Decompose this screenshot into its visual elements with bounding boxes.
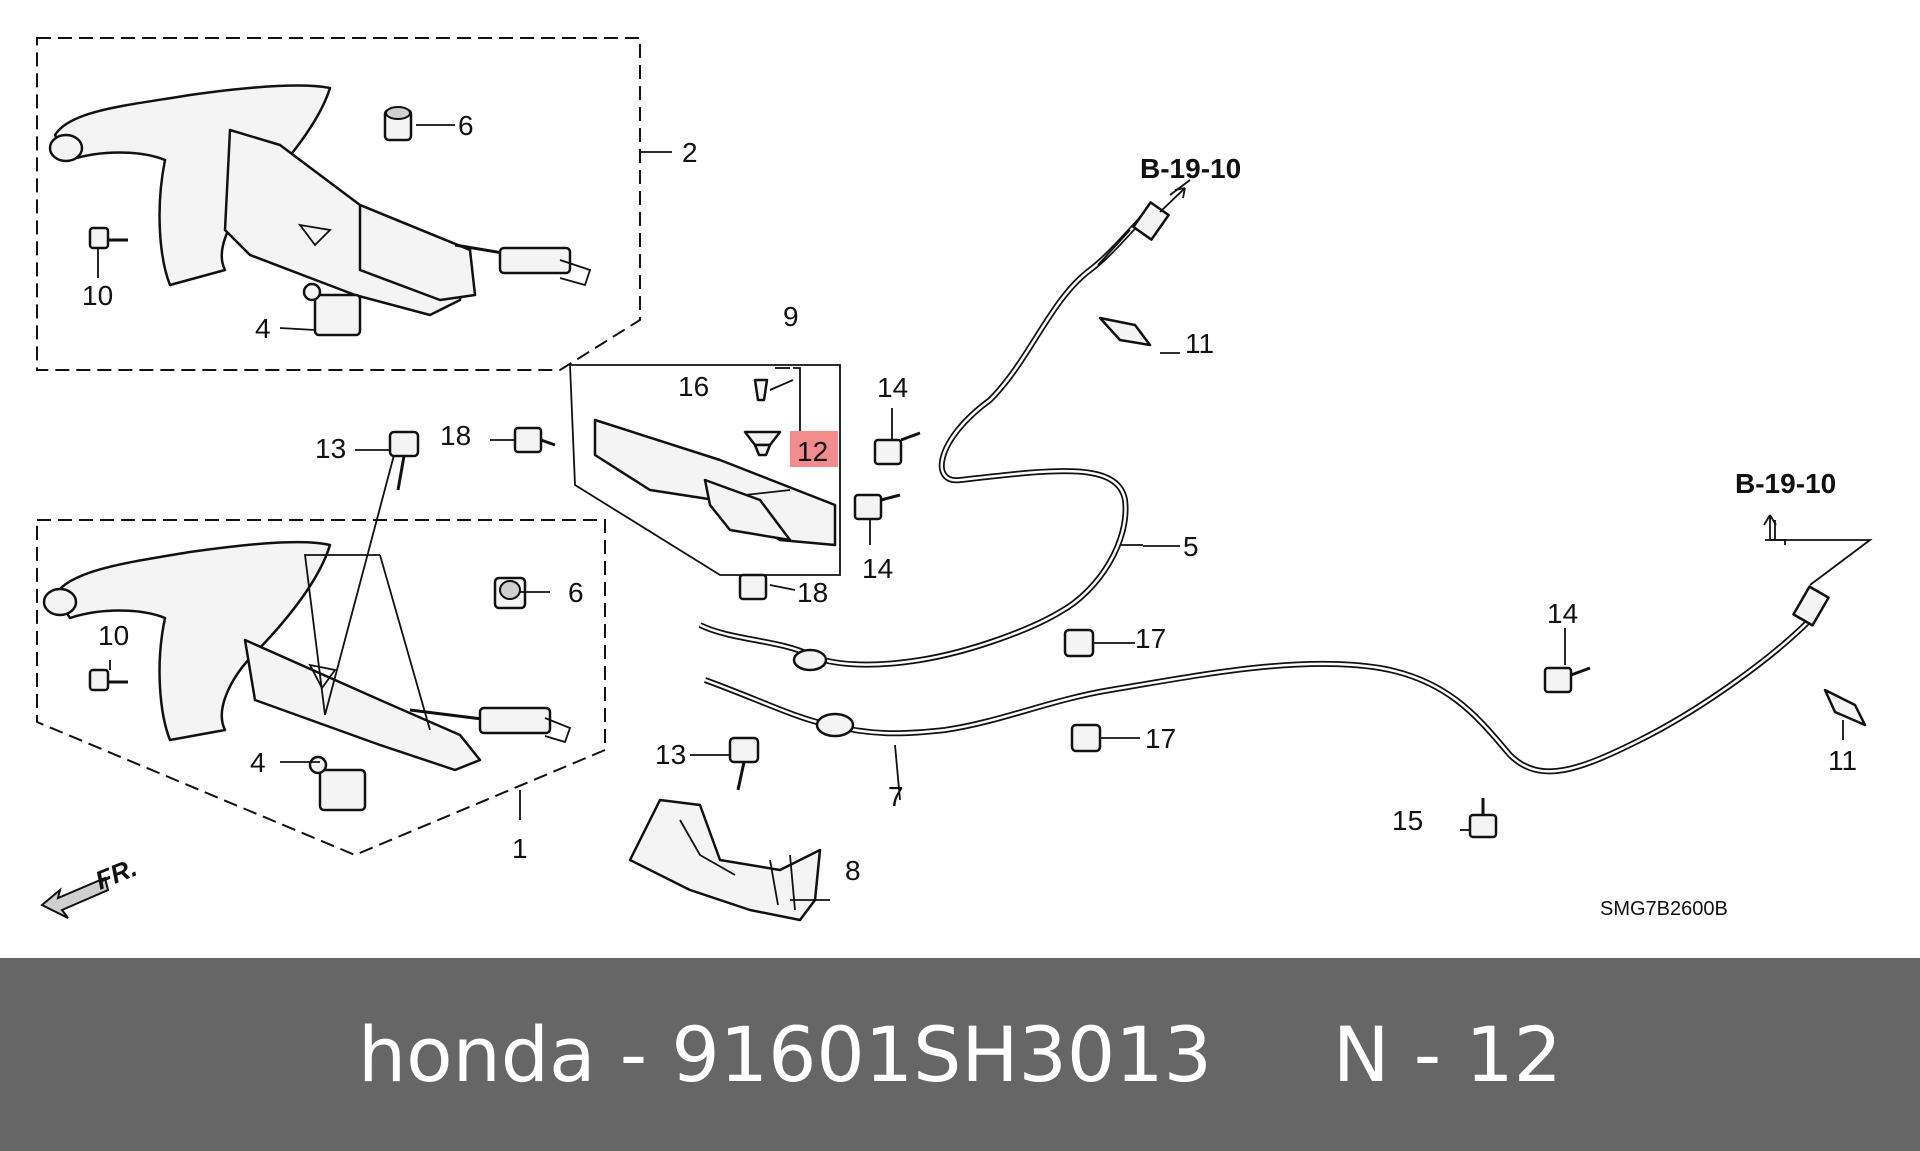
bolt-part-10-upper (88, 226, 128, 250)
parking-brake-lever-lower (42, 439, 572, 772)
group-box-bracket-9 (569, 364, 841, 576)
bolt-part-14-a (873, 431, 921, 466)
bolt-part-13-upper (388, 430, 420, 491)
callout-8: 8 (845, 855, 861, 886)
callout-10-upper: 10 (82, 280, 113, 311)
callout-1: 1 (512, 833, 528, 864)
nut-part-6-upper (383, 106, 413, 142)
clip-part-11-lower (1823, 688, 1867, 727)
reference-label-lower: B-19-10 (1735, 468, 1836, 499)
callout-14-a: 14 (877, 372, 908, 403)
footer-text: honda - 91601SH3013 N - 12 (357, 1010, 1563, 1099)
bolt-part-13-lower (728, 736, 760, 791)
switch-part-4-upper (302, 282, 362, 337)
ref-arrow-upper (1159, 187, 1186, 213)
callout-9: 9 (783, 301, 799, 332)
screw-part-16 (753, 378, 769, 402)
callout-13-lower: 13 (655, 739, 686, 770)
highlight-part-12 (790, 431, 838, 467)
bolt-part-14-c (1543, 666, 1591, 694)
callout-18-upper: 18 (440, 420, 471, 451)
diagram-code: SMG7B2600B (1600, 898, 1728, 920)
callout-14-c: 14 (1547, 598, 1578, 629)
footer-banner: honda - 91601SH3013 N - 12 (0, 958, 1920, 1151)
callout-6-lower: 6 (568, 577, 584, 608)
switch-part-4-lower (308, 755, 367, 812)
callout-17-b: 17 (1145, 723, 1176, 754)
group-box-upper (36, 37, 641, 371)
ref-arrow-lower (1763, 514, 1777, 540)
callout-5: 5 (1183, 531, 1199, 562)
callout-13-upper: 13 (315, 433, 346, 464)
callout-18-lower: 18 (797, 577, 828, 608)
callout-14-b: 14 (862, 553, 893, 584)
reference-label-upper: B-19-10 (1140, 153, 1241, 184)
bolt-part-15 (1468, 798, 1498, 839)
callout-16: 16 (678, 371, 709, 402)
leader-lines (97, 124, 1873, 901)
nut-part-17-b (1070, 723, 1102, 753)
callout-15: 15 (1392, 805, 1423, 836)
nut-part-6-lower (493, 576, 527, 610)
callout-2: 2 (682, 137, 698, 168)
callout-12: 12 (797, 436, 828, 467)
clip-part-12 (743, 430, 782, 457)
cable-part-5 (698, 201, 1170, 672)
clip-part-11-upper (1098, 316, 1152, 347)
bolt-part-18-lower (738, 573, 768, 601)
bolt-part-14-b (853, 493, 901, 521)
callout-4-upper: 4 (255, 313, 271, 344)
bracket-part-8 (628, 798, 822, 922)
callout-11-upper: 11 (1185, 328, 1214, 359)
nut-part-17-a (1063, 628, 1095, 658)
bolt-part-10-lower (88, 668, 128, 692)
callout-6-upper: 6 (458, 110, 474, 141)
callout-11-lower: 11 (1828, 745, 1857, 776)
bolt-part-18-upper (513, 426, 556, 454)
bracket-part-9 (593, 418, 837, 547)
group-box-lower (36, 519, 606, 857)
cable-part-7 (703, 585, 1830, 775)
parking-brake-lever-upper (48, 84, 592, 317)
callout-4-lower: 4 (250, 747, 266, 778)
callout-17-a: 17 (1135, 623, 1166, 654)
callout-7: 7 (888, 781, 904, 812)
front-direction-arrow: FR. (40, 852, 141, 919)
parts-diagram: 2 6 10 4 9 16 12 13 18 14 14 18 6 10 4 1… (36, 37, 1873, 922)
callout-10-lower: 10 (98, 620, 129, 651)
